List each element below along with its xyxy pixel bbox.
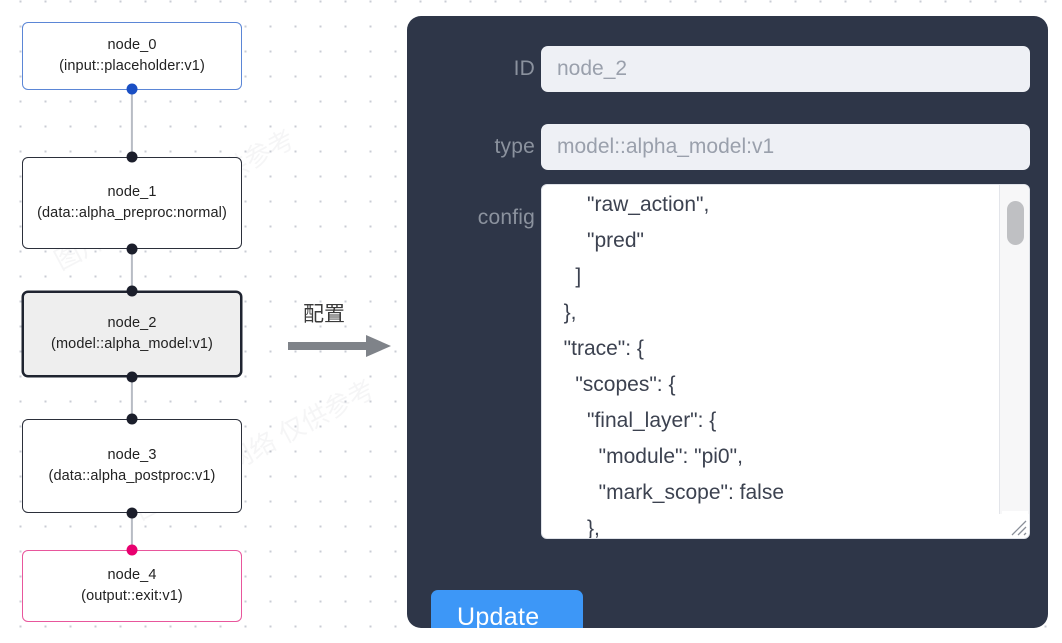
id-field-label: ID: [513, 57, 535, 80]
edge-node2-node3: [130, 377, 134, 419]
node-config-panel: ID type config "raw_action", "pred" ] },…: [407, 16, 1048, 628]
node-label: node_1(data::alpha_preproc:normal): [37, 184, 227, 221]
graph-node-node_1[interactable]: node_1(data::alpha_preproc:normal): [22, 157, 242, 249]
id-input[interactable]: [541, 46, 1030, 92]
type-input[interactable]: [541, 124, 1030, 170]
node-handle-node_3-target[interactable]: [126, 413, 138, 425]
node-handle-node_0-source[interactable]: [126, 83, 138, 95]
annotation-caption: 配置: [303, 303, 345, 326]
node-handle-node_1-source[interactable]: [126, 243, 138, 255]
config-row-type: type: [407, 124, 1048, 170]
config-row-config: config "raw_action", "pred" ] }, "trace"…: [407, 184, 1048, 539]
node-label: node_4(output::exit:v1): [81, 567, 183, 604]
graph-node-node_0[interactable]: node_0(input::placeholder:v1): [22, 22, 242, 90]
edge-node0-node1: [130, 89, 134, 157]
node-handle-node_2-source[interactable]: [126, 371, 138, 383]
arrow-right-icon: [288, 335, 391, 357]
node-handle-node_4-target[interactable]: [126, 544, 138, 556]
annotation-arrow-icon: [288, 333, 393, 364]
config-scrollbar[interactable]: [999, 185, 1029, 514]
graph-node-node_2[interactable]: node_2(model::alpha_model:v1): [22, 291, 242, 377]
graph-node-node_3[interactable]: node_3(data::alpha_postproc:v1): [22, 419, 242, 513]
node-label: node_0(input::placeholder:v1): [59, 37, 205, 74]
config-scrollbar-thumb[interactable]: [1007, 201, 1024, 245]
config-textarea[interactable]: "raw_action", "pred" ] }, "trace": { "sc…: [563, 193, 784, 539]
node-handle-node_1-target[interactable]: [126, 151, 138, 163]
edge-node3-node4: [130, 513, 134, 550]
node-label: node_2(model::alpha_model:v1): [51, 315, 213, 352]
graph-node-node_4[interactable]: node_4(output::exit:v1): [22, 550, 242, 622]
node-label: node_3(data::alpha_postproc:v1): [48, 447, 216, 484]
update-button[interactable]: Update: [431, 590, 583, 628]
config-field-label: config: [477, 206, 535, 229]
config-row-id: ID: [407, 46, 1048, 92]
node-handle-node_3-source[interactable]: [126, 507, 138, 519]
textarea-resize-handle-icon[interactable]: [1002, 511, 1028, 537]
type-field-label: type: [494, 135, 535, 158]
node-handle-node_2-target[interactable]: [126, 285, 138, 297]
edge-node1-node2: [130, 249, 134, 291]
config-textarea-wrapper: "raw_action", "pred" ] }, "trace": { "sc…: [541, 184, 1030, 539]
